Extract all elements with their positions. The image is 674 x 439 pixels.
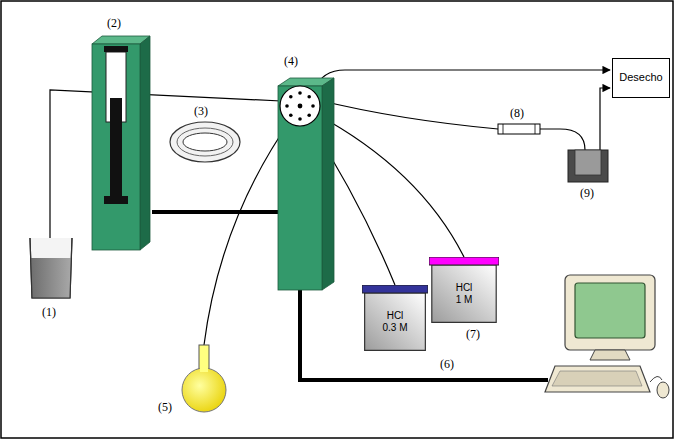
data-cable-part	[300, 290, 548, 380]
callout-number: (5)	[158, 400, 172, 414]
bottle-cap	[362, 285, 428, 293]
selection-valve-part	[280, 86, 320, 126]
computer-part	[575, 283, 645, 338]
bottle-label: HCl 1 M	[453, 282, 475, 306]
syringe-pump-part	[104, 46, 128, 52]
syringe-pump-part	[92, 44, 140, 250]
tubing-part	[540, 129, 585, 150]
selection-valve-part	[322, 78, 334, 290]
reaction-coil	[170, 122, 240, 162]
selection-valve-part	[285, 91, 315, 121]
data-cable	[152, 212, 548, 380]
selection-valve-part	[278, 86, 322, 290]
acid-bottle: HCl 1 M	[429, 257, 499, 323]
valve-port	[298, 91, 302, 95]
selection-valve	[278, 78, 334, 290]
computer-part	[590, 350, 630, 360]
tubing-part	[318, 100, 498, 129]
sample-beaker-part	[31, 258, 71, 298]
waste-box: Desecho	[612, 58, 670, 98]
data-cable-part	[152, 210, 278, 214]
callout-number: (2)	[107, 16, 121, 30]
callout-number: (1)	[42, 305, 56, 319]
callout-number: (7)	[466, 327, 480, 341]
valve-port	[307, 113, 311, 117]
valve-port	[285, 104, 289, 108]
column-part	[535, 124, 536, 134]
column-part	[503, 124, 504, 134]
sample-beaker	[30, 238, 72, 298]
computer-part	[657, 382, 669, 398]
syringe-pump-part	[104, 196, 128, 204]
syringe-pump	[92, 36, 150, 250]
bottle-body	[365, 293, 426, 350]
callout-number: (8)	[510, 106, 524, 120]
valve-port	[307, 95, 311, 99]
sample-beaker-part	[30, 238, 72, 298]
reaction-coil-part	[183, 133, 227, 151]
callout-number: (3)	[194, 104, 208, 118]
bottle-cap	[429, 257, 499, 265]
tubing-part	[314, 70, 610, 90]
detector-cell-part	[575, 150, 601, 175]
valve-port	[289, 95, 293, 99]
acid-bottle: HCl 0.3 M	[362, 285, 428, 351]
reagent-flask	[182, 345, 226, 412]
reagent-flask-part	[199, 345, 209, 371]
syringe-pump-part	[140, 36, 150, 250]
computer	[545, 275, 669, 398]
callout-number: (9)	[580, 186, 594, 200]
bottle-body	[432, 265, 496, 322]
column-part	[498, 124, 540, 134]
valve-port	[289, 113, 293, 117]
valve-port	[311, 104, 315, 108]
valve-port	[298, 117, 302, 121]
computer-part	[650, 376, 662, 382]
bottle-label: HCl 0.3 M	[381, 310, 409, 334]
selection-valve-part	[298, 104, 303, 109]
computer-part	[552, 371, 642, 386]
column	[498, 124, 540, 134]
callout-number: (6)	[440, 357, 454, 371]
computer-part	[545, 366, 650, 392]
sample-beaker-part	[30, 238, 72, 298]
reaction-coil-part	[170, 122, 240, 162]
box-label: Desecho	[619, 71, 662, 84]
callout-number: (4)	[284, 54, 298, 68]
tubing-part	[50, 90, 281, 250]
computer-part	[565, 275, 655, 350]
tubing-part	[600, 88, 610, 150]
reaction-coil-part	[177, 128, 233, 156]
detector-cell	[568, 150, 608, 182]
detector-cell-part	[568, 150, 608, 182]
syringe-pump-part	[110, 98, 122, 198]
reagent-flask-part	[200, 366, 208, 372]
reagent-flask-part	[182, 368, 226, 412]
tubing-part	[316, 114, 464, 257]
